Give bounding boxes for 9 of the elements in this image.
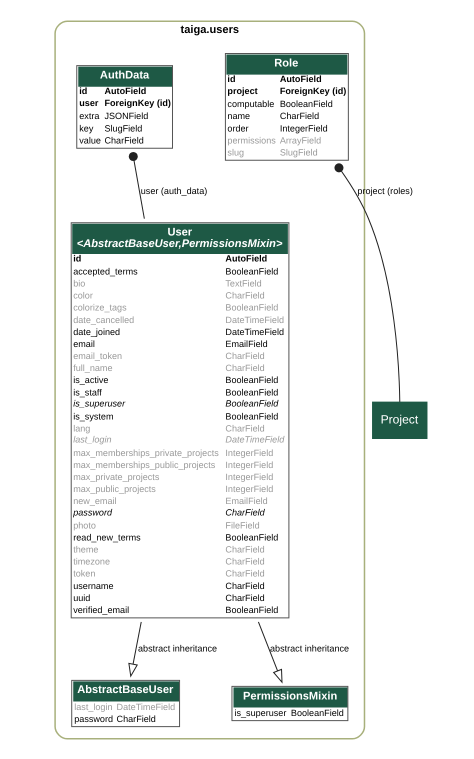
edge-label: project (roles) bbox=[357, 185, 413, 196]
edge-label: abstract inheritance bbox=[270, 642, 350, 653]
arrow bbox=[128, 621, 142, 678]
node-box: Project bbox=[372, 401, 428, 438]
arrow bbox=[258, 621, 283, 684]
edge-label: abstract inheritance bbox=[138, 642, 218, 653]
edge-label: user (auth_data) bbox=[140, 185, 208, 196]
connector bbox=[128, 151, 145, 218]
connector bbox=[334, 162, 400, 402]
